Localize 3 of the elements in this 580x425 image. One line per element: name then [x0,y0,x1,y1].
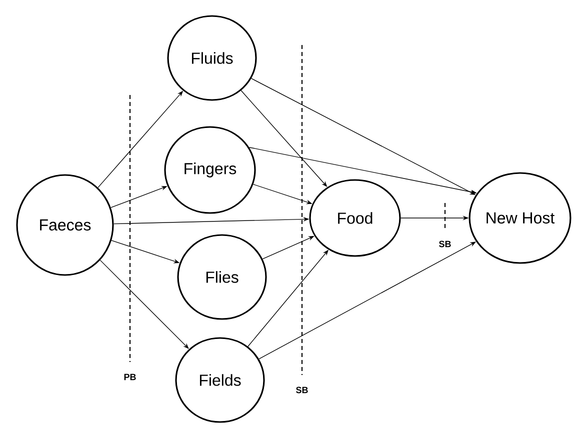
barrier-label: PB [124,374,136,380]
barrier-label: SB [439,240,451,248]
barrier-label: SB [296,386,308,394]
